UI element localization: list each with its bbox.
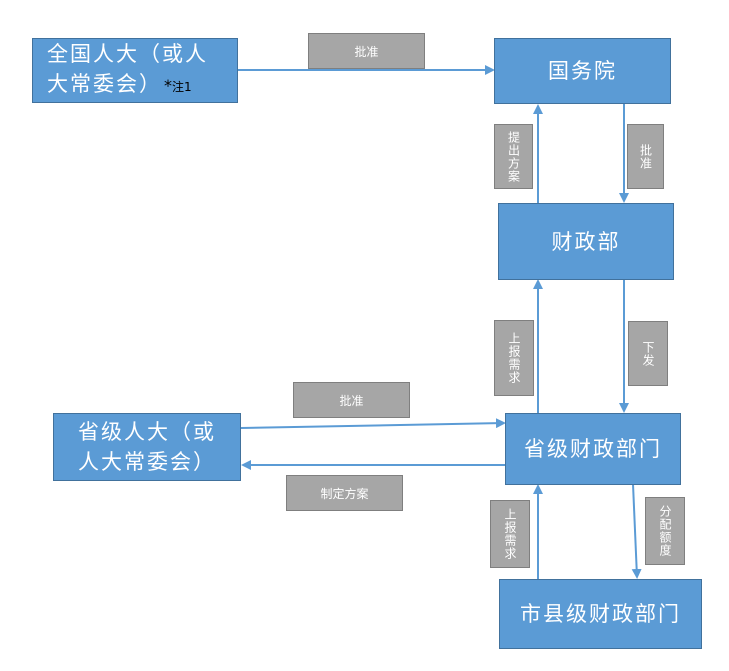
node-mof: 财政部 bbox=[498, 203, 674, 280]
node-provincial-npc-line1: 省级人大（或 bbox=[78, 420, 216, 444]
node-npc-line1: 全国人大（或人 bbox=[47, 42, 208, 66]
node-provincial-finance: 省级财政部门 bbox=[505, 413, 681, 485]
node-state-council-label: 国务院 bbox=[548, 59, 617, 83]
arrow-provincial-npc-to-finance bbox=[240, 418, 506, 429]
node-npc-line2-wrap: 大常委会） *注1 bbox=[47, 69, 192, 102]
node-state-council: 国务院 bbox=[494, 38, 671, 104]
label-issue-down: 下发 bbox=[628, 321, 668, 386]
node-npc-line2: 大常委会） bbox=[47, 72, 162, 96]
label-report-demand-mof: 上报需求 bbox=[494, 320, 534, 396]
label-allocate-quota: 分配额度 bbox=[645, 497, 685, 565]
label-report-demand-province: 上报需求 bbox=[490, 500, 530, 568]
node-provincial-npc: 省级人大（或 人大常委会） bbox=[53, 413, 241, 481]
node-npc: 全国人大（或人 大常委会） *注1 bbox=[32, 38, 238, 103]
node-provincial-finance-label: 省级财政部门 bbox=[524, 437, 662, 461]
label-make-plan: 制定方案 bbox=[286, 475, 403, 511]
arrow-provincial-to-city bbox=[631, 483, 642, 579]
label-sc-approve: 批准 bbox=[627, 124, 664, 189]
label-npc-approve: 批准 bbox=[308, 33, 425, 69]
label-provincial-approve: 批准 bbox=[293, 382, 410, 418]
node-mof-label: 财政部 bbox=[551, 229, 621, 254]
node-city-county-finance: 市县级财政部门 bbox=[499, 579, 702, 649]
footnote-marker: *注1 bbox=[164, 76, 192, 95]
label-submit-plan: 提出方案 bbox=[494, 124, 533, 189]
node-provincial-npc-line2: 人大常委会） bbox=[78, 450, 216, 474]
node-city-county-finance-label: 市县级财政部门 bbox=[520, 602, 681, 626]
